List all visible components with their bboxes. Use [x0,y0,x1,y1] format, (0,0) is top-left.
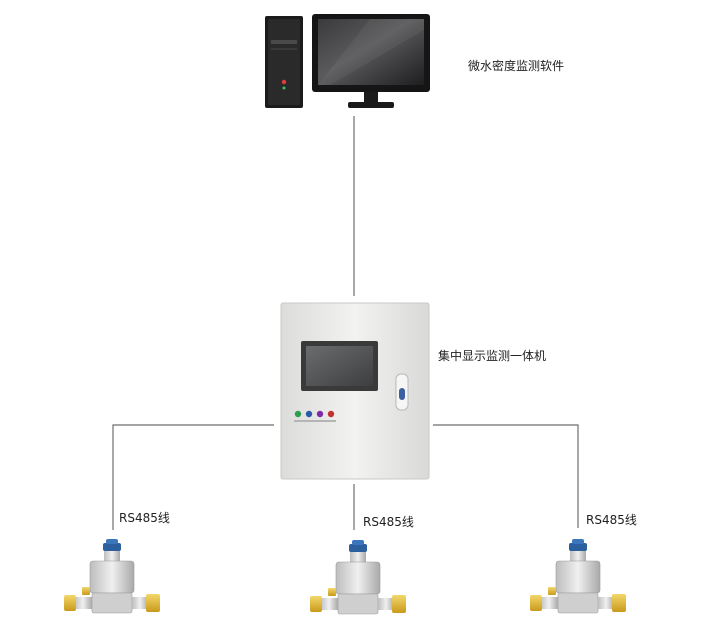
connector-lines [112,116,579,530]
software-label: 微水密度监测软件 [468,59,565,73]
rs485-right-label: RS485线 [586,513,637,527]
rs485-center-label: RS485线 [363,515,414,529]
desktop-computer-icon [265,14,430,108]
sensor-right [529,538,627,614]
sensor-left [63,538,161,614]
unit-label: 集中显示监测一体机 [438,349,547,363]
sensor-center [309,539,407,615]
rs485-right-line [433,424,579,528]
monitoring-cabinet-icon [280,302,430,480]
rs485-left-line [112,424,274,530]
rs485-left-label: RS485线 [119,511,170,525]
